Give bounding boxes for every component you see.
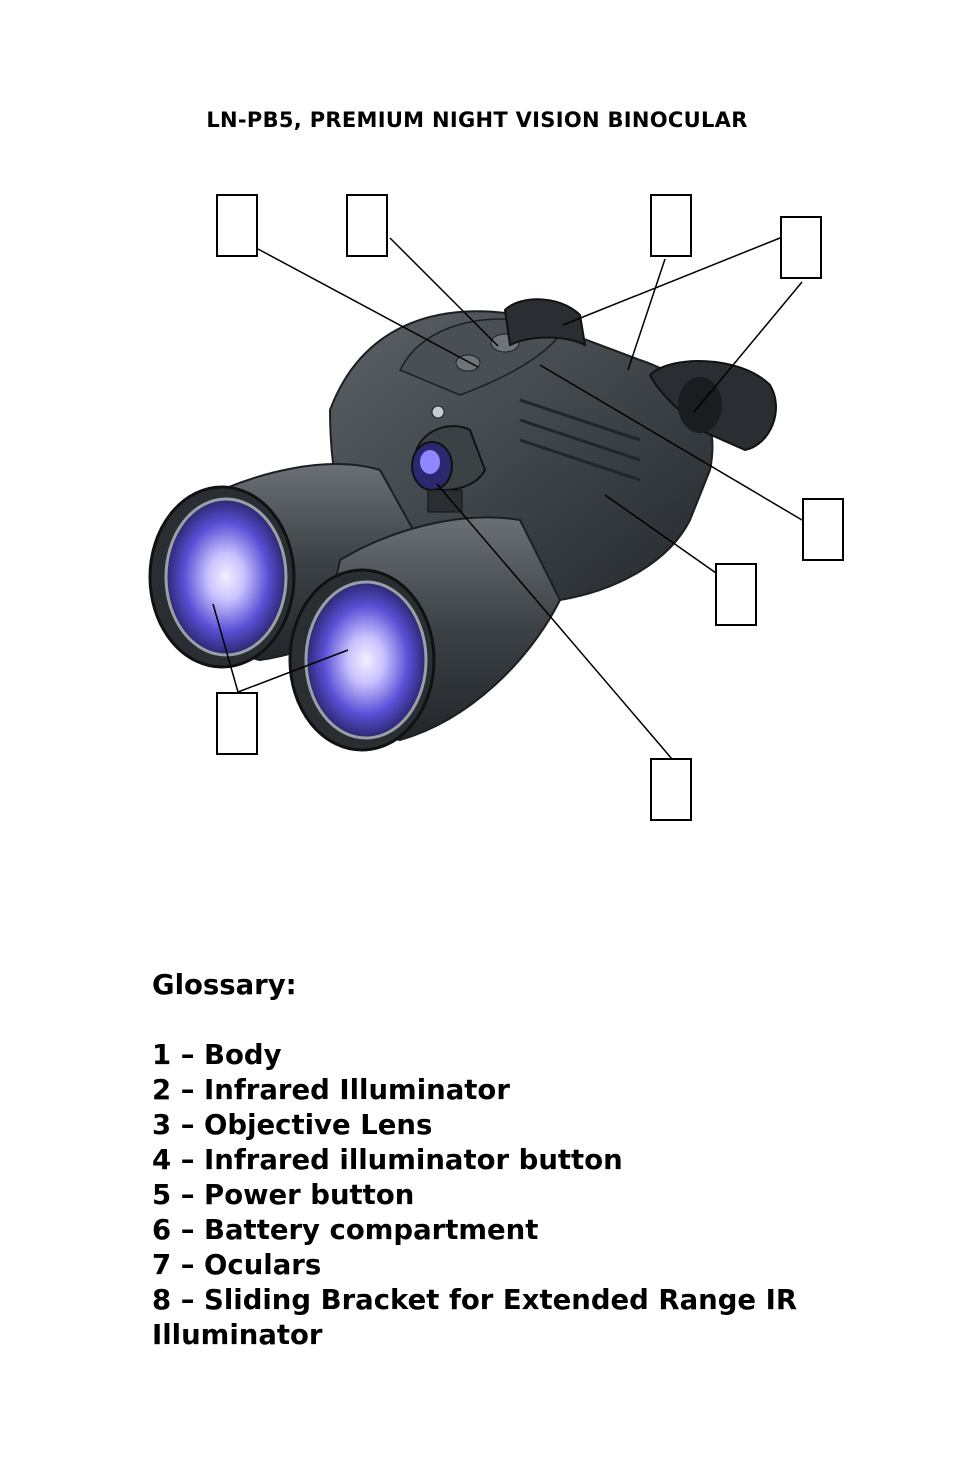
ocular-left: [503, 298, 587, 347]
label-box: [346, 194, 388, 257]
page-title: LN-PB5, PREMIUM NIGHT VISION BINOCULAR: [206, 108, 748, 132]
glossary-item: 1 – Body: [152, 1039, 282, 1071]
glossary-item: 2 – Infrared Illuminator: [152, 1074, 510, 1106]
binocular-diagram: [148, 237, 803, 760]
glossary-item: 6 – Battery compartment: [152, 1214, 539, 1246]
label-box: [780, 216, 822, 279]
glossary-item: 3 – Objective Lens: [152, 1109, 433, 1141]
glossary-item: 5 – Power button: [152, 1179, 415, 1211]
label-box: [216, 194, 258, 257]
leader-lines: [212, 237, 803, 760]
sliding-bracket: [427, 489, 463, 513]
binocular-photo: [148, 298, 777, 752]
label-box: [216, 692, 258, 755]
glossary-item: 7 – Oculars: [152, 1249, 322, 1281]
label-box: [650, 194, 692, 257]
glossary-heading: Glossary:: [152, 969, 297, 1001]
label-box: [650, 758, 692, 821]
label-box: [715, 563, 757, 626]
label-box: [802, 498, 844, 561]
glossary-item: 8 – Sliding Bracket for Extended Range I…: [152, 1284, 798, 1351]
glossary: Glossary: 1 – Body 2 – Infrared Illumina…: [152, 968, 912, 1353]
glossary-item: 4 – Infrared illuminator button: [152, 1144, 623, 1176]
